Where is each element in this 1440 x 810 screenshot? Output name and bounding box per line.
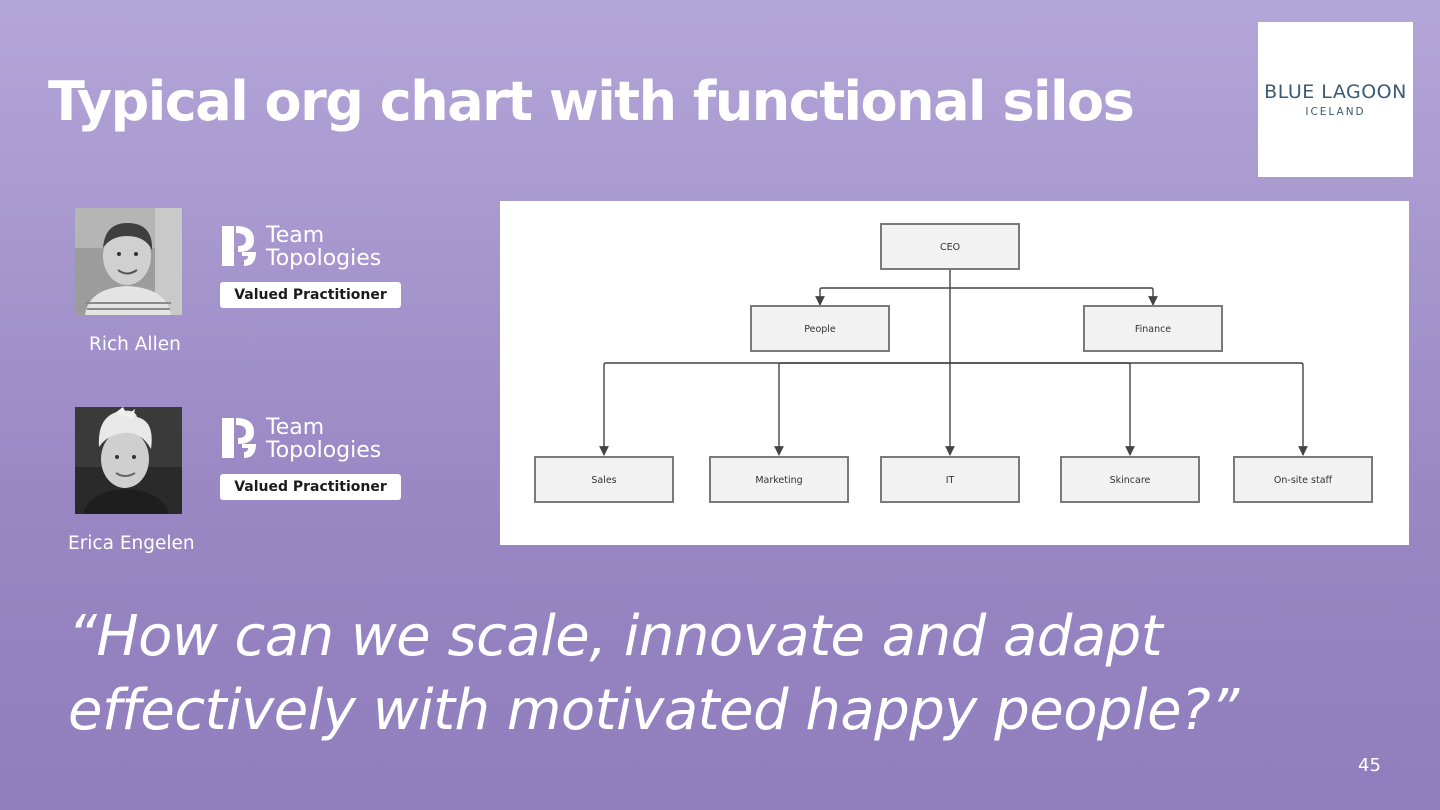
logo-sub-text: ICELAND: [1305, 106, 1366, 118]
org-node-it: IT: [880, 456, 1020, 503]
connector-ceo-sales: [599, 362, 950, 456]
quote-line-2: effectively with motivated happy people?…: [68, 678, 1239, 743]
org-node-marketing-label: Marketing: [755, 475, 802, 486]
org-node-people-label: People: [804, 324, 836, 335]
org-node-finance-label: Finance: [1135, 324, 1171, 335]
team-topologies-badge-2: Team Topologies Valued Practitioner: [220, 414, 402, 502]
org-node-skincare: Skincare: [1060, 456, 1200, 503]
org-node-people: People: [750, 305, 890, 352]
valued-practitioner-pill: Valued Practitioner: [220, 282, 401, 308]
team-topologies-word-topologies: Topologies: [266, 246, 382, 271]
quote: “How can we scale, innovate and adapt ef…: [68, 600, 1398, 748]
slide-title: Typical org chart with functional silos: [48, 70, 1135, 133]
org-node-it-label: IT: [946, 475, 955, 486]
connector-ceo-finance: [950, 287, 1158, 306]
connector-ceo-onsite-staff: [950, 362, 1308, 456]
org-node-finance: Finance: [1083, 305, 1223, 352]
team-topologies-word-topologies: Topologies: [266, 438, 382, 463]
org-node-skincare-label: Skincare: [1110, 475, 1151, 486]
connector-ceo-people: [815, 287, 950, 306]
org-node-ceo: CEO: [880, 223, 1020, 270]
portrait-photo-erica-engelen: [75, 407, 182, 514]
person-name-erica-engelen: Erica Engelen: [68, 533, 195, 554]
team-topologies-logo-icon: [222, 226, 256, 266]
team-topologies-badge-1: Team Topologies Valued Practitioner: [220, 222, 402, 310]
org-node-marketing: Marketing: [709, 456, 849, 503]
team-topologies-word-team: Team: [266, 223, 325, 248]
connector-ceo-skincare: [950, 362, 1135, 456]
team-topologies-word-team: Team: [266, 415, 325, 440]
org-node-onsite-staff: On-site staff: [1233, 456, 1373, 503]
team-topologies-logo-icon: [222, 418, 256, 458]
portrait-photo-rich-allen: [75, 208, 182, 315]
quote-line-1: “How can we scale, innovate and adapt: [68, 604, 1163, 669]
org-node-sales: Sales: [534, 456, 674, 503]
org-chart: CEO People Finance Sales Marketing IT Sk…: [534, 223, 1373, 503]
logo-main-text: BLUE LAGOON: [1264, 81, 1407, 103]
blue-lagoon-logo: BLUE LAGOON ICELAND: [1258, 22, 1413, 177]
org-node-ceo-label: CEO: [940, 242, 960, 253]
org-chart-panel: CEO People Finance Sales Marketing IT Sk…: [500, 201, 1409, 545]
org-node-sales-label: Sales: [591, 475, 616, 486]
connector-ceo-marketing: [774, 362, 950, 456]
org-node-onsite-staff-label: On-site staff: [1274, 475, 1333, 486]
person-name-rich-allen: Rich Allen: [89, 334, 181, 355]
valued-practitioner-pill: Valued Practitioner: [220, 474, 401, 500]
page-number: 45: [1358, 755, 1381, 776]
